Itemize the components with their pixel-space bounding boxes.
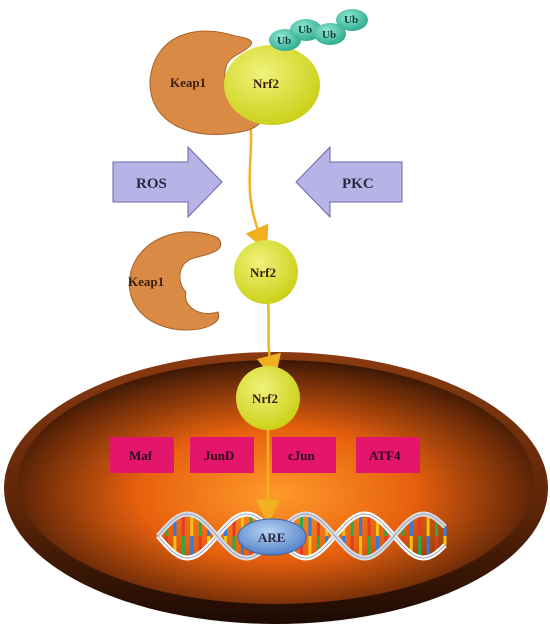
partner-label-maf: Maf [129,448,153,463]
ubiquitin-3 [314,23,346,45]
ros-stimulus-arrow: ROS [112,145,223,219]
ubiquitin-chain: Ub Ub Ub Ub [269,9,368,51]
nrf2-top [224,45,320,125]
ubiquitin-label-3: Ub [322,29,336,41]
pkc-label: PKC [342,176,374,192]
nrf2-released-label: Nrf2 [250,265,276,280]
pkc-stimulus-arrow: PKC [295,145,403,219]
keap1-released-shape [128,231,222,331]
partner-box-cjun [272,437,336,473]
ros-arrow-shape [112,145,223,219]
ros-label: ROS [136,176,167,192]
are-label: ARE [258,530,285,545]
keap1-released-label: Keap1 [128,274,164,289]
pkc-arrow-shape [295,145,403,219]
partner-label-atf4: ATF4 [369,448,401,463]
are-element: ARE [237,518,307,556]
partner-label-jund: JunD [204,448,234,463]
nrf2-released-circle [234,240,298,304]
nuclear-nrf2: Nrf2 [236,366,300,430]
released-keap1: Keap1 [128,231,222,331]
keap1-nrf2-complex: Keap1 Nrf2 [149,30,320,136]
released-nrf2: Nrf2 [234,240,298,304]
pathway-line-middle [256,299,281,381]
partner-label-cjun: cJun [288,448,316,463]
dna-backbone-edge [157,513,446,559]
partner-box-maf [110,437,174,473]
ubiquitin-label-2: Ub [298,24,312,36]
nucleus-interior [18,360,534,604]
nrf2-nuclear-circle [236,366,300,430]
partner-factors: Maf JunD cJun ATF4 [110,437,420,473]
are-shape [237,518,307,556]
partner-box-atf4 [356,437,420,473]
pathway-line-upper [245,119,269,252]
ubiquitin-2 [290,19,322,41]
nrf2-nuclear-label: Nrf2 [252,391,278,406]
keap1-top-label: Keap1 [170,75,206,90]
ubiquitin-label-4: Ub [344,14,358,26]
partner-box-jund [190,437,254,473]
ubiquitin-4 [336,9,368,31]
nrf2-top-label: Nrf2 [253,76,279,91]
dna-backbone-edge [157,513,446,559]
ubiquitin-label-1: Ub [277,35,291,47]
